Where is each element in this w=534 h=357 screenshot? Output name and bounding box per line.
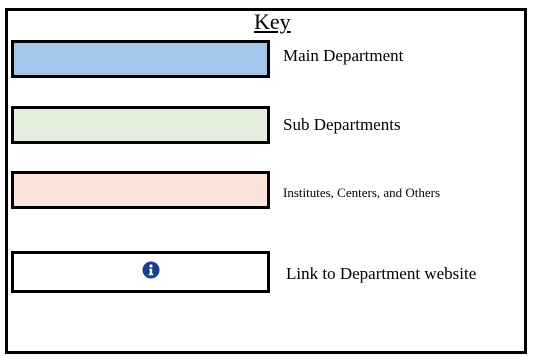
institutes-centers-swatch xyxy=(11,171,270,209)
department-link-label: Link to Department website xyxy=(286,264,477,283)
info-icon xyxy=(142,261,160,279)
key-title: Key xyxy=(254,9,291,34)
sub-departments-swatch xyxy=(11,106,270,144)
sub-departments-label: Sub Departments xyxy=(283,115,401,134)
main-department-swatch xyxy=(11,40,270,78)
institutes-centers-label: Institutes, Centers, and Others xyxy=(283,185,441,200)
main-department-label: Main Department xyxy=(283,46,404,65)
department-link-swatch xyxy=(11,251,270,293)
